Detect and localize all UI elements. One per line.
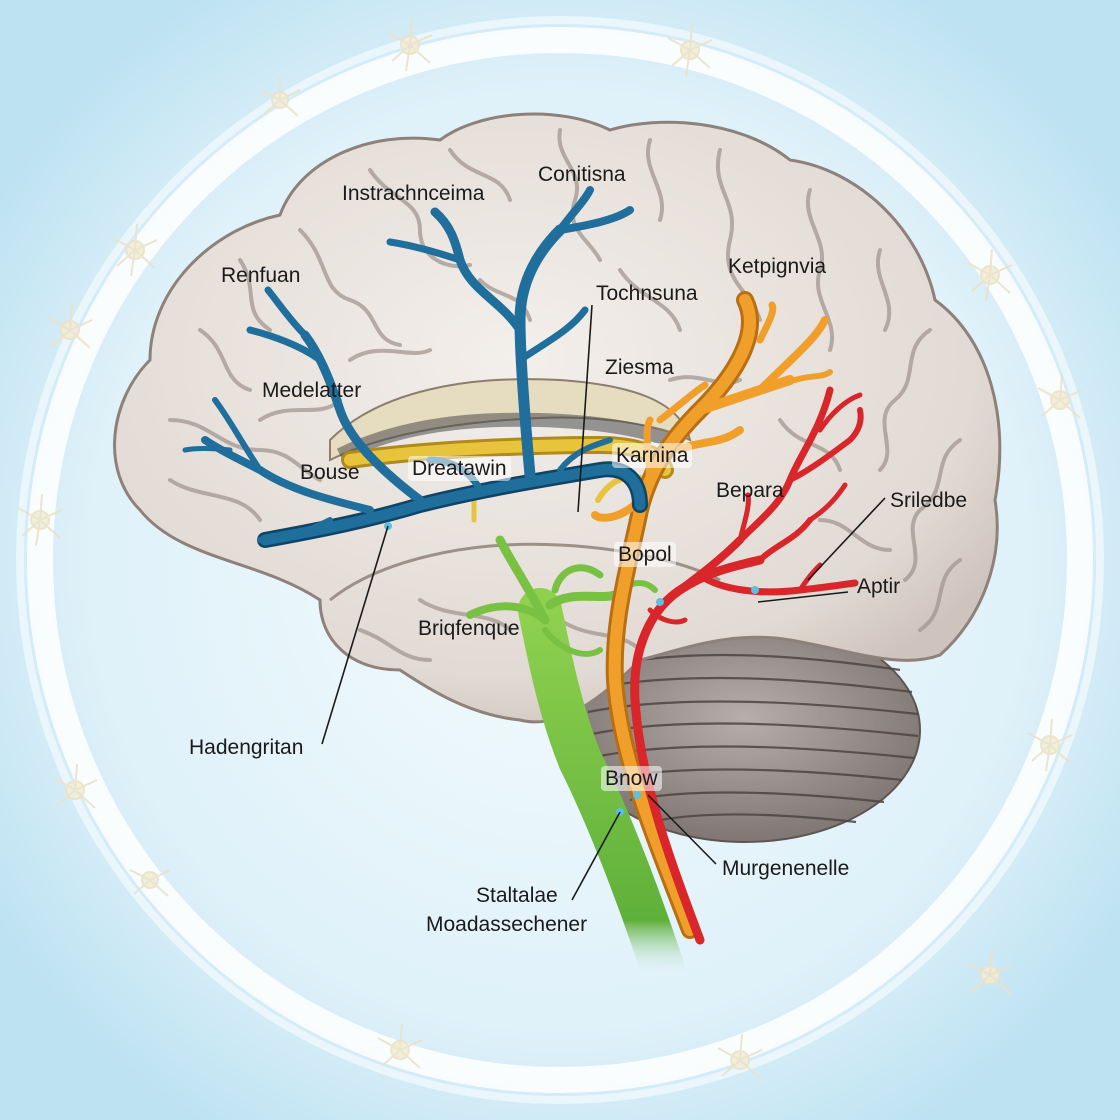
label-ketpignvia: Ketpignvia bbox=[728, 255, 827, 278]
label-murgenenelle: Murgenenelle bbox=[722, 857, 850, 880]
halo-ring bbox=[27, 27, 1093, 1093]
vessel-green bbox=[466, 535, 687, 997]
label-bnow: Bnow bbox=[601, 766, 662, 791]
label-briqfenque: Briqfenque bbox=[418, 617, 520, 640]
leader-lines bbox=[321, 304, 886, 901]
label-staltalae: Staltalae bbox=[476, 884, 558, 907]
halo-ring-inner bbox=[16, 16, 1104, 1104]
label-dreatawin: Dreatawin bbox=[408, 456, 511, 481]
neuron-icon bbox=[17, 18, 1083, 1079]
label-ziesma: Ziesma bbox=[605, 356, 674, 379]
label-instrachnceima: Instrachnceima bbox=[342, 182, 485, 205]
label-bouse: Bouse bbox=[300, 461, 360, 484]
cerebrum bbox=[113, 112, 1002, 724]
label-aptir: Aptir bbox=[857, 575, 901, 598]
label-bopol: Bopol bbox=[614, 542, 676, 567]
label-karnina: Karnina bbox=[612, 443, 693, 468]
label-moadassechener: Moadassechener bbox=[426, 913, 588, 936]
label-sriledbe: Sriledbe bbox=[890, 489, 968, 512]
label-renfuan: Renfuan bbox=[221, 264, 301, 287]
label-bepara: Bepara bbox=[716, 479, 784, 502]
vessel-red bbox=[630, 386, 864, 945]
label-medelatter: Medelatter bbox=[262, 379, 362, 402]
label-conitisna: Conitisna bbox=[538, 163, 626, 186]
label-hadengritan: Hadengritan bbox=[189, 736, 304, 759]
label-tochnsuna: Tochnsuna bbox=[596, 282, 698, 305]
